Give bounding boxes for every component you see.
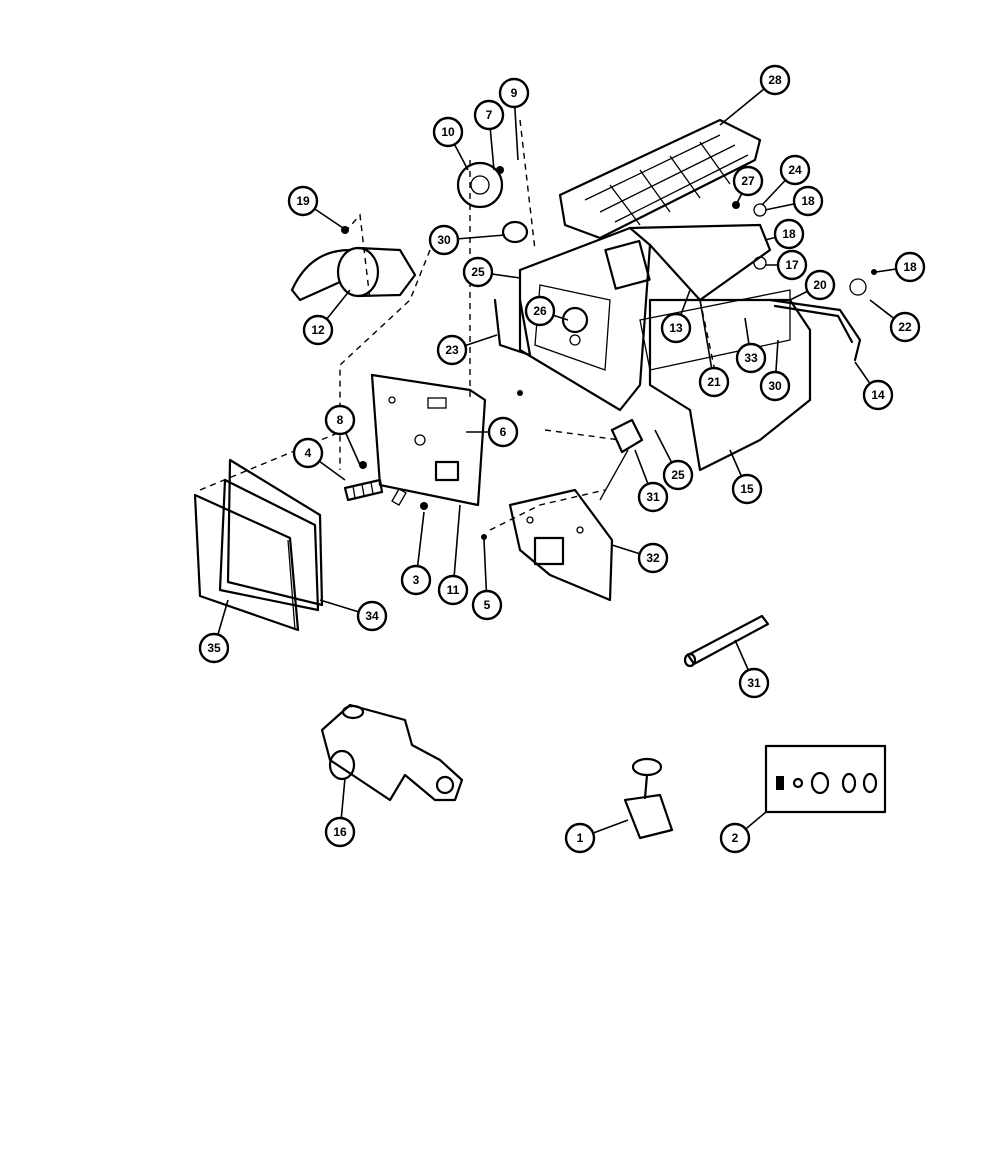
callout-label: 3	[413, 573, 420, 587]
switch-part	[343, 478, 384, 502]
callout-26: 26	[524, 295, 556, 327]
callout-31-a: 31	[637, 481, 669, 513]
callout-label: 24	[788, 163, 802, 177]
cover-plates-part	[193, 458, 324, 632]
callout-27: 27	[732, 165, 764, 197]
mounting-plate-part	[370, 373, 487, 507]
callout-18-c: 18	[894, 251, 926, 283]
callout-label: 30	[768, 379, 782, 393]
callout-label: 12	[311, 323, 325, 337]
callout-30-a: 30	[428, 224, 460, 256]
callout-label: 8	[337, 413, 344, 427]
callout-5: 5	[471, 589, 503, 621]
callout-16: 16	[324, 816, 356, 848]
callout-23: 23	[436, 334, 468, 366]
callout-8: 8	[324, 404, 356, 436]
ice-tray-part	[558, 118, 762, 240]
ice-maker-housing-part	[518, 223, 772, 412]
callout-label: 23	[445, 343, 459, 357]
callout-13: 13	[660, 312, 692, 344]
callout-label: 32	[646, 551, 660, 565]
callout-1: 1	[564, 822, 596, 854]
callout-9: 9	[498, 77, 530, 109]
callout-20: 20	[804, 269, 836, 301]
callout-label: 18	[801, 194, 815, 208]
callout-14: 14	[862, 379, 894, 411]
callout-label: 31	[646, 490, 660, 504]
callout-label: 16	[333, 825, 347, 839]
callout-7: 7	[473, 99, 505, 131]
callout-21: 21	[698, 366, 730, 398]
callout-4: 4	[292, 437, 324, 469]
callout-35: 35	[198, 632, 230, 664]
callout-label: 30	[437, 233, 451, 247]
bracket-part	[508, 488, 614, 602]
fitting-part	[599, 418, 644, 501]
callout-label: 10	[441, 125, 455, 139]
water-valve-part	[320, 703, 464, 802]
hardware-kit-part	[764, 744, 887, 814]
callout-label: 4	[305, 446, 312, 460]
callout-label: 1	[577, 831, 584, 845]
callout-label: 19	[296, 194, 310, 208]
callout-33: 33	[735, 342, 767, 374]
callout-12: 12	[302, 314, 334, 346]
callout-label: 22	[898, 320, 912, 334]
callout-2: 2	[719, 822, 751, 854]
callout-label: 35	[207, 641, 221, 655]
callout-19: 19	[287, 185, 319, 217]
callout-label: 7	[486, 108, 493, 122]
callout-label: 5	[484, 598, 491, 612]
shutoff-arm-part	[768, 298, 862, 362]
callout-label: 9	[511, 86, 518, 100]
callout-label: 13	[669, 321, 683, 335]
callout-34: 34	[356, 600, 388, 632]
callout-32: 32	[637, 542, 669, 574]
callout-label: 26	[533, 304, 547, 318]
callout-10: 10	[432, 116, 464, 148]
callout-28: 28	[759, 64, 791, 96]
callout-label: 34	[365, 609, 379, 623]
callout-label: 25	[671, 468, 685, 482]
motor-part	[290, 246, 417, 302]
callout-label: 31	[747, 676, 761, 690]
callout-label: 21	[707, 375, 721, 389]
callout-label: 27	[741, 174, 755, 188]
callout-6: 6	[487, 416, 519, 448]
callout-label: 11	[447, 583, 460, 597]
callout-label: 33	[744, 351, 758, 365]
callout-label: 6	[500, 425, 507, 439]
switch-assembly-part	[623, 757, 674, 840]
callout-label: 20	[813, 278, 827, 292]
callout-label: 15	[740, 482, 754, 496]
callout-label: 28	[768, 73, 782, 87]
callout-label: 18	[782, 227, 796, 241]
callout-label: 18	[903, 260, 917, 274]
coupling-part	[501, 220, 529, 244]
callout-label: 17	[785, 258, 799, 272]
callout-18-b: 18	[773, 218, 805, 250]
callout-17: 17	[776, 249, 808, 281]
callout-22: 22	[889, 311, 921, 343]
fill-tube-part	[683, 614, 770, 668]
callout-15: 15	[731, 473, 763, 505]
thermostat-clip-part	[493, 298, 532, 357]
callout-24: 24	[779, 154, 811, 186]
callout-30-b: 30	[759, 370, 791, 402]
callout-3: 3	[400, 564, 432, 596]
callout-18-a: 18	[792, 185, 824, 217]
callout-label: 2	[732, 831, 739, 845]
callout-25-a: 25	[462, 256, 494, 288]
callout-31-b: 31	[738, 667, 770, 699]
callout-label: 14	[871, 388, 885, 402]
gear-part	[456, 161, 504, 209]
callout-label: 25	[471, 265, 485, 279]
callout-25-b: 25	[662, 459, 694, 491]
callout-11: 11	[437, 574, 469, 606]
